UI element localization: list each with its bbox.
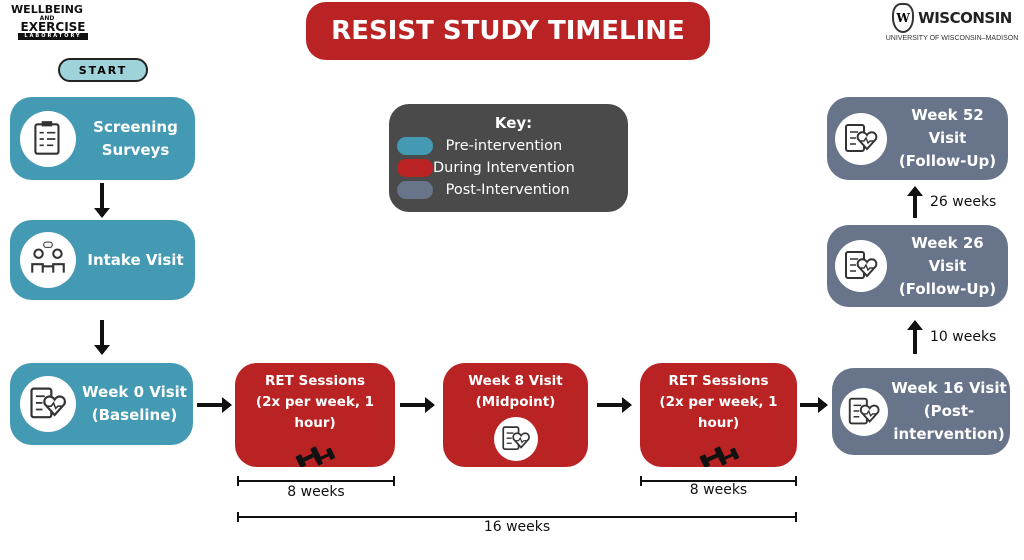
crest-icon: W <box>892 3 915 33</box>
step-label-line: (Baseline) <box>91 406 178 424</box>
duration-ret1: 8 weeks <box>287 484 345 500</box>
legend-label: During Intervention <box>433 160 575 176</box>
start-badge: START <box>58 58 148 82</box>
step-label-line: (Post- <box>923 402 975 420</box>
arrow-right <box>400 397 435 413</box>
duration-10-weeks: 10 weeks <box>930 329 997 345</box>
step-ret-sessions-2: RET Sessions (2x per week, 1 hour) <box>640 363 797 467</box>
step-label-line: (Follow-Up) <box>898 152 997 170</box>
legend-swatch <box>397 137 433 155</box>
arrow-up <box>907 320 923 354</box>
duration-ret2: 8 weeks <box>689 482 748 498</box>
arrow-right <box>800 397 828 413</box>
arrow-down <box>94 320 110 355</box>
lab-logo: WELLBEING AND EXERCISE LABORATORY <box>6 4 88 40</box>
step-intake-visit: Intake Visit <box>10 220 195 300</box>
logo-line: AND <box>39 15 55 22</box>
logo-line: WELLBEING <box>11 3 83 16</box>
step-label-line: Visit <box>928 129 967 147</box>
bracket-ret1 <box>237 476 395 486</box>
arrow-down <box>94 183 110 218</box>
step-label-line: Week 26 <box>911 233 984 252</box>
step-label-line: Week 8 Visit <box>468 373 563 389</box>
step-label: Screening Surveys <box>93 117 178 159</box>
step-label-line: (2x per week, 1 hour) <box>659 394 778 431</box>
legend-label: Pre-intervention <box>445 138 563 154</box>
health-record-icon <box>835 240 887 292</box>
bracket-total <box>237 512 797 522</box>
step-label: Week 52 Visit (Follow-Up) <box>887 104 1008 173</box>
step-week16-visit: Week 16 Visit (Post-intervention) <box>832 368 1010 455</box>
step-week52-visit: Week 52 Visit (Follow-Up) <box>827 97 1008 180</box>
meeting-icon <box>20 232 76 288</box>
health-record-icon <box>20 376 76 432</box>
step-label-line: Week 16 Visit <box>891 379 1007 397</box>
legend-swatch <box>397 181 433 199</box>
step-label: Week 26 Visit (Follow-Up) <box>887 232 1008 301</box>
step-label: Week 0 Visit (Baseline) <box>76 381 193 427</box>
health-record-icon <box>840 387 888 436</box>
health-record-icon <box>835 112 887 165</box>
logo-line: LABORATORY <box>18 33 88 40</box>
step-label-line: (Follow-Up) <box>898 279 997 298</box>
logo-line: EXERCISE <box>20 20 86 34</box>
arrow-up <box>907 186 923 218</box>
legend: Key: Pre-intervention During Interventio… <box>389 104 628 212</box>
step-label-line: (2x per week, 1 hour) <box>255 394 375 431</box>
health-record-icon <box>493 417 538 461</box>
step-screening-surveys: Screening Surveys <box>10 97 195 180</box>
step-label: Intake Visit <box>87 250 184 269</box>
dumbbell-icon <box>293 442 337 467</box>
step-week26-visit: Week 26 Visit (Follow-Up) <box>827 225 1008 307</box>
legend-item: Pre-intervention <box>397 135 628 157</box>
uw-sub: UNIVERSITY OF WISCONSIN–MADISON <box>885 35 1019 42</box>
legend-title: Key: <box>494 114 533 132</box>
step-label-line: intervention) <box>893 425 1005 443</box>
clipboard-icon <box>20 110 76 167</box>
arrow-right <box>597 397 632 413</box>
step-week0-visit: Week 0 Visit (Baseline) <box>10 363 193 445</box>
step-label-line: RET Sessions <box>264 373 366 389</box>
step-label-line: Visit <box>928 256 967 275</box>
step-label-line: (Midpoint) <box>475 394 556 410</box>
duration-total: 16 weeks <box>483 519 551 535</box>
legend-swatch <box>397 159 433 177</box>
uw-logo: W WISCONSIN UNIVERSITY OF WISCONSIN–MADI… <box>884 3 1020 43</box>
uw-name: WISCONSIN <box>918 9 1012 27</box>
arrow-right <box>197 397 232 413</box>
step-ret-sessions-1: RET Sessions (2x per week, 1 hour) <box>235 363 395 467</box>
duration-26-weeks: 26 weeks <box>930 194 997 210</box>
page-title: RESIST STUDY TIMELINE <box>306 2 710 60</box>
bracket-ret2 <box>640 476 797 486</box>
dumbbell-icon <box>697 442 741 467</box>
legend-label: Post-Intervention <box>445 182 570 198</box>
step-label: Week 16 Visit (Post-intervention) <box>888 377 1010 446</box>
step-week8-visit: Week 8 Visit (Midpoint) <box>443 363 588 467</box>
step-label-line: Week 0 Visit <box>82 383 187 401</box>
legend-item: Post-Intervention <box>397 179 628 201</box>
step-label-line: Week 52 <box>911 106 984 124</box>
legend-item: During Intervention <box>397 157 628 179</box>
step-label-line: RET Sessions <box>668 373 769 389</box>
